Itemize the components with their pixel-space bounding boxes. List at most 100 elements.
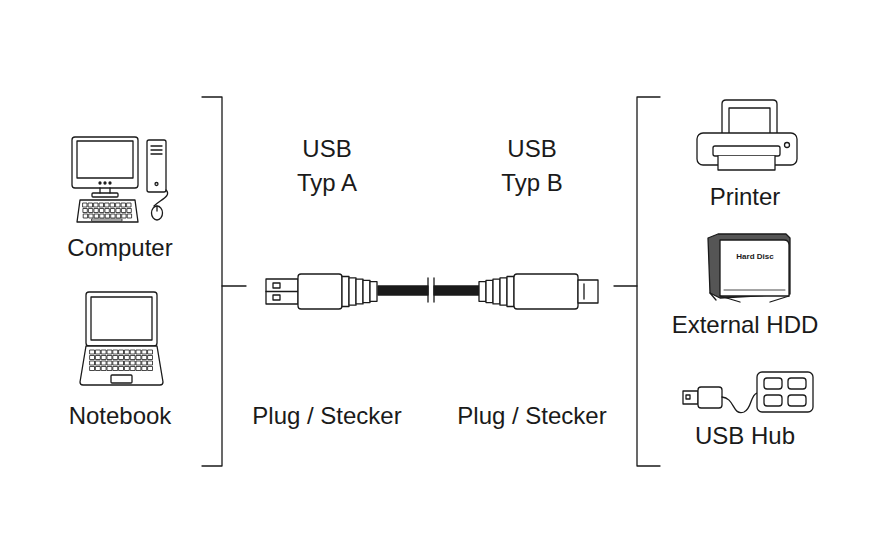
computer-icon — [105, 209, 109, 213]
notebook-icon — [80, 346, 163, 385]
computer-icon — [94, 203, 98, 207]
computer-icon — [111, 209, 115, 213]
usb-cable — [479, 277, 514, 307]
computer-icon — [105, 203, 109, 207]
notebook-icon — [142, 367, 147, 371]
usb-cable — [342, 277, 377, 307]
notebook-icon — [107, 350, 112, 354]
notebook-icon — [90, 367, 95, 371]
device-label: Printer — [710, 180, 781, 214]
computer-icon — [83, 209, 87, 213]
notebook-icon — [90, 350, 95, 354]
hdd-icon — [708, 234, 790, 302]
computer-icon — [154, 190, 168, 206]
notebook-icon — [90, 350, 153, 371]
notebook-icon — [125, 361, 130, 365]
usb-hub-icon — [757, 372, 813, 412]
computer-icon — [127, 209, 131, 213]
notebook-icon — [148, 350, 153, 354]
notebook-icon — [80, 292, 163, 385]
left-bracket — [202, 97, 246, 466]
usb-hub-icon — [764, 395, 782, 406]
notebook-icon — [142, 361, 147, 365]
notebook-icon — [90, 356, 95, 360]
computer-icon — [89, 214, 93, 218]
computer-icon — [77, 141, 133, 178]
device-label: External HDD — [672, 308, 819, 342]
computer-icon — [117, 214, 121, 218]
usb-cable — [434, 286, 480, 295]
usb-cable — [266, 274, 598, 309]
computer-icon — [89, 203, 93, 207]
computer-icon — [147, 140, 166, 192]
notebook-icon — [119, 367, 124, 371]
notebook-icon — [96, 356, 101, 360]
computer-icon — [152, 206, 163, 220]
usb-cable — [273, 295, 280, 300]
notebook-icon — [148, 361, 153, 365]
usb-hub-icon — [698, 387, 722, 408]
computer-icon — [100, 203, 104, 207]
computer-icon — [99, 182, 101, 184]
notebook-icon — [136, 367, 141, 371]
notebook-icon — [113, 367, 118, 371]
notebook-icon — [136, 350, 141, 354]
computer-icon — [77, 200, 138, 222]
hdd-marking: Hard Disc — [736, 253, 773, 262]
usb-cable — [356, 279, 363, 304]
usb-cable — [378, 286, 428, 295]
device-label: USB Hub — [695, 419, 795, 453]
notebook-icon — [107, 356, 112, 360]
notebook-icon — [102, 356, 107, 360]
notebook-icon — [111, 375, 132, 383]
notebook-icon — [102, 367, 107, 371]
notebook-icon — [125, 350, 130, 354]
left-bracket — [222, 285, 246, 286]
notebook-icon — [102, 350, 107, 354]
hdd-icon — [708, 234, 790, 298]
hdd-icon — [720, 240, 789, 296]
usb-cable — [493, 279, 500, 304]
computer-icon — [83, 203, 132, 221]
computer-icon — [92, 219, 122, 221]
computer-icon — [122, 214, 126, 218]
notebook-icon — [86, 292, 157, 346]
usb-cable — [363, 280, 370, 302]
notebook-icon — [131, 356, 136, 360]
notebook-icon — [119, 361, 124, 365]
notebook-icon — [107, 361, 112, 365]
usb-hub-icon — [788, 378, 806, 389]
usb-cable — [507, 277, 514, 307]
usb-cable — [500, 278, 507, 305]
computer-icon — [89, 209, 93, 213]
right-bracket — [614, 285, 637, 286]
right-bracket — [637, 97, 660, 466]
usb-hub-icon — [683, 391, 698, 404]
computer-icon — [100, 188, 110, 193]
hdd-icon — [724, 290, 785, 291]
computer-icon — [111, 203, 115, 207]
connector-label: USB Typ A — [289, 132, 365, 199]
notebook-icon — [119, 356, 124, 360]
notebook-icon — [136, 356, 141, 360]
right-bracket — [614, 97, 660, 466]
usb-hub-icon — [764, 378, 782, 389]
computer-icon — [72, 137, 168, 222]
computer-icon — [72, 137, 138, 188]
computer-icon — [104, 182, 106, 184]
notebook-icon — [102, 361, 107, 365]
device-label: Notebook — [69, 399, 172, 433]
notebook-icon — [131, 367, 136, 371]
printer-icon — [722, 100, 777, 138]
usb-hub-icon — [683, 372, 813, 413]
usb-cable — [479, 282, 486, 302]
usb-hub-icon — [788, 395, 806, 406]
usb-cable — [428, 278, 434, 302]
notebook-icon — [142, 350, 147, 354]
connector-label: USB Typ B — [494, 132, 570, 199]
computer-icon — [116, 209, 120, 213]
usb-cable — [578, 280, 598, 303]
computer-icon — [122, 203, 126, 207]
